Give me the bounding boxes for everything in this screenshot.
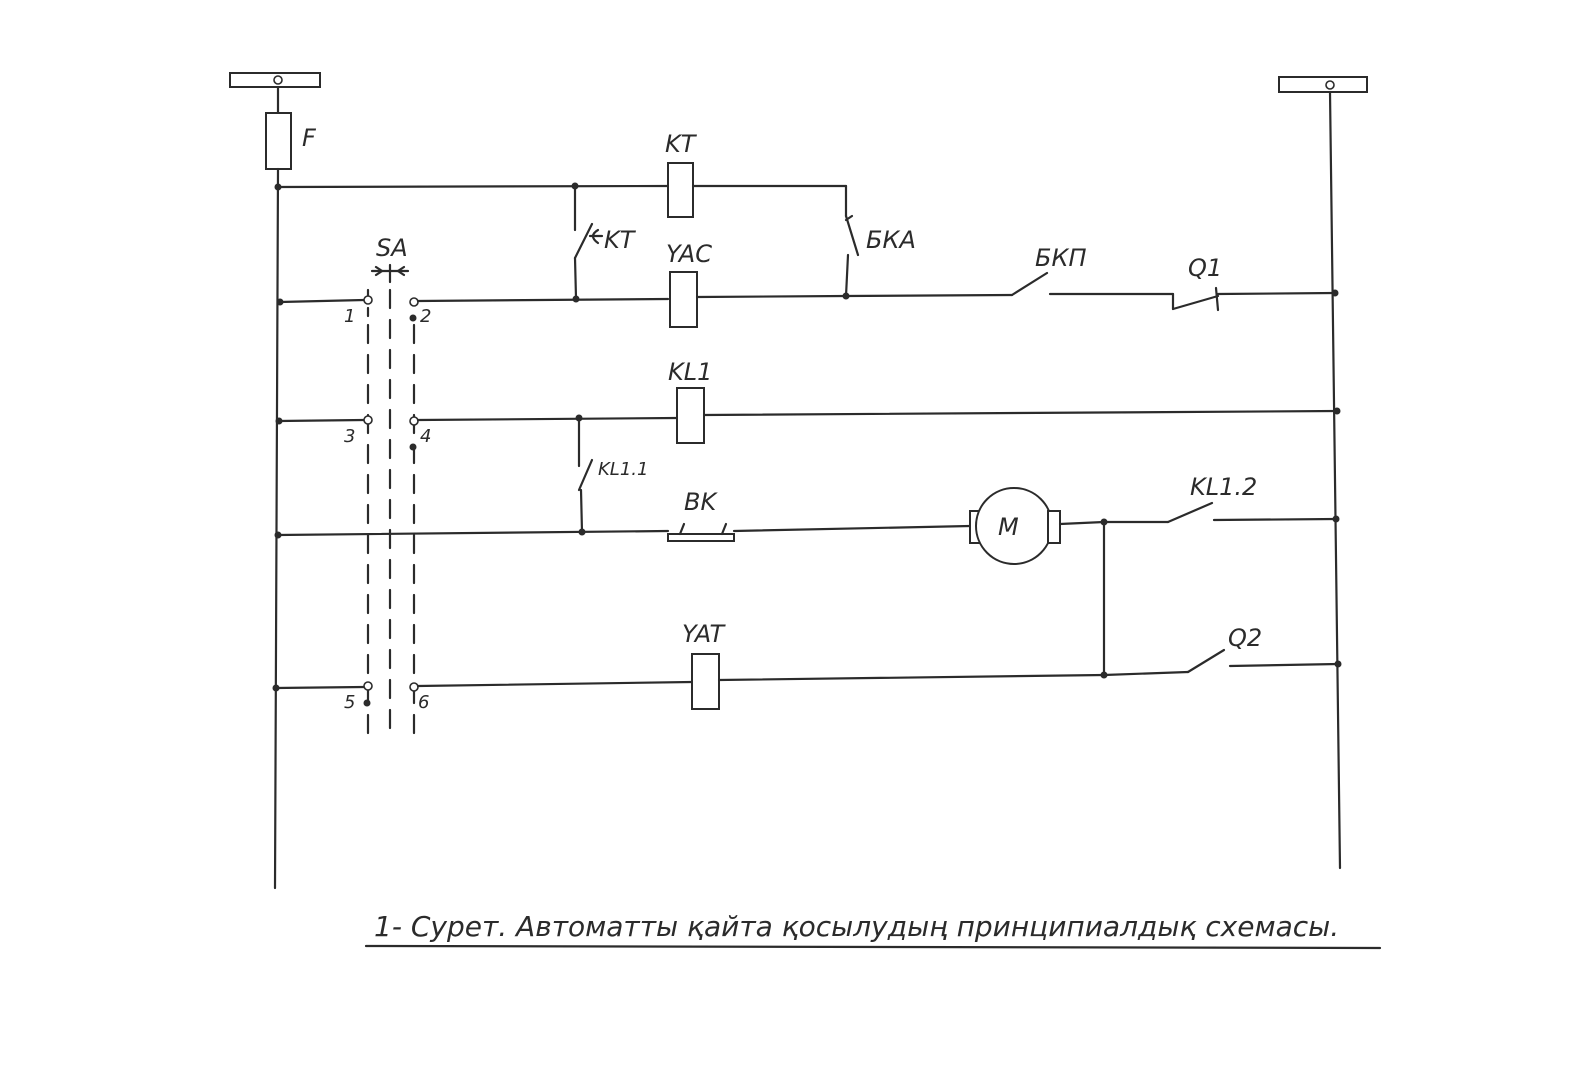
label-bkp: БКП xyxy=(1035,244,1087,272)
row-motor xyxy=(274,487,1340,565)
coil-yat xyxy=(691,653,720,710)
caption-underline xyxy=(364,944,1382,950)
label-terminal-6: 6 xyxy=(418,692,429,713)
label-kl1: KL1 xyxy=(668,358,712,386)
label-terminal-4: 4 xyxy=(420,426,431,447)
label-kl12: KL1.2 xyxy=(1190,473,1257,501)
label-bk: BK xyxy=(684,488,718,516)
figure-caption: 1- Сурет. Автоматты қайта қосылудың прин… xyxy=(374,910,1339,943)
coil-kl1 xyxy=(676,387,705,444)
label-terminal-1: 1 xyxy=(344,306,355,327)
label-motor: M xyxy=(998,513,1019,541)
label-terminal-2: 2 xyxy=(420,306,431,327)
row-yac xyxy=(276,271,1339,328)
label-yat: YAT xyxy=(682,620,726,648)
row-kl1 xyxy=(275,387,1341,451)
label-kt-coil: KT xyxy=(665,130,698,158)
label-kl11: KL1.1 xyxy=(598,459,648,480)
left-rail xyxy=(229,72,321,890)
right-rail xyxy=(1278,76,1368,870)
label-q1: Q1 xyxy=(1188,254,1222,282)
coil-kt xyxy=(667,162,694,218)
coil-yac xyxy=(669,271,698,328)
label-terminal-5: 5 xyxy=(344,692,355,713)
fuse-f xyxy=(265,112,292,170)
element-bk xyxy=(667,533,735,542)
row-yat xyxy=(272,648,1342,710)
label-terminal-3: 3 xyxy=(344,426,355,447)
label-kt-contact: KT xyxy=(604,226,637,254)
contact-kl11 xyxy=(577,416,594,534)
label-q2: Q2 xyxy=(1228,624,1262,652)
label-fuse: F xyxy=(302,124,317,152)
contact-kt xyxy=(573,184,604,300)
switch-sa xyxy=(366,263,416,742)
row-kt xyxy=(274,162,860,298)
label-sa: SA xyxy=(376,234,408,262)
label-bka: БКА xyxy=(866,226,916,254)
label-yac: YAC xyxy=(666,240,712,268)
